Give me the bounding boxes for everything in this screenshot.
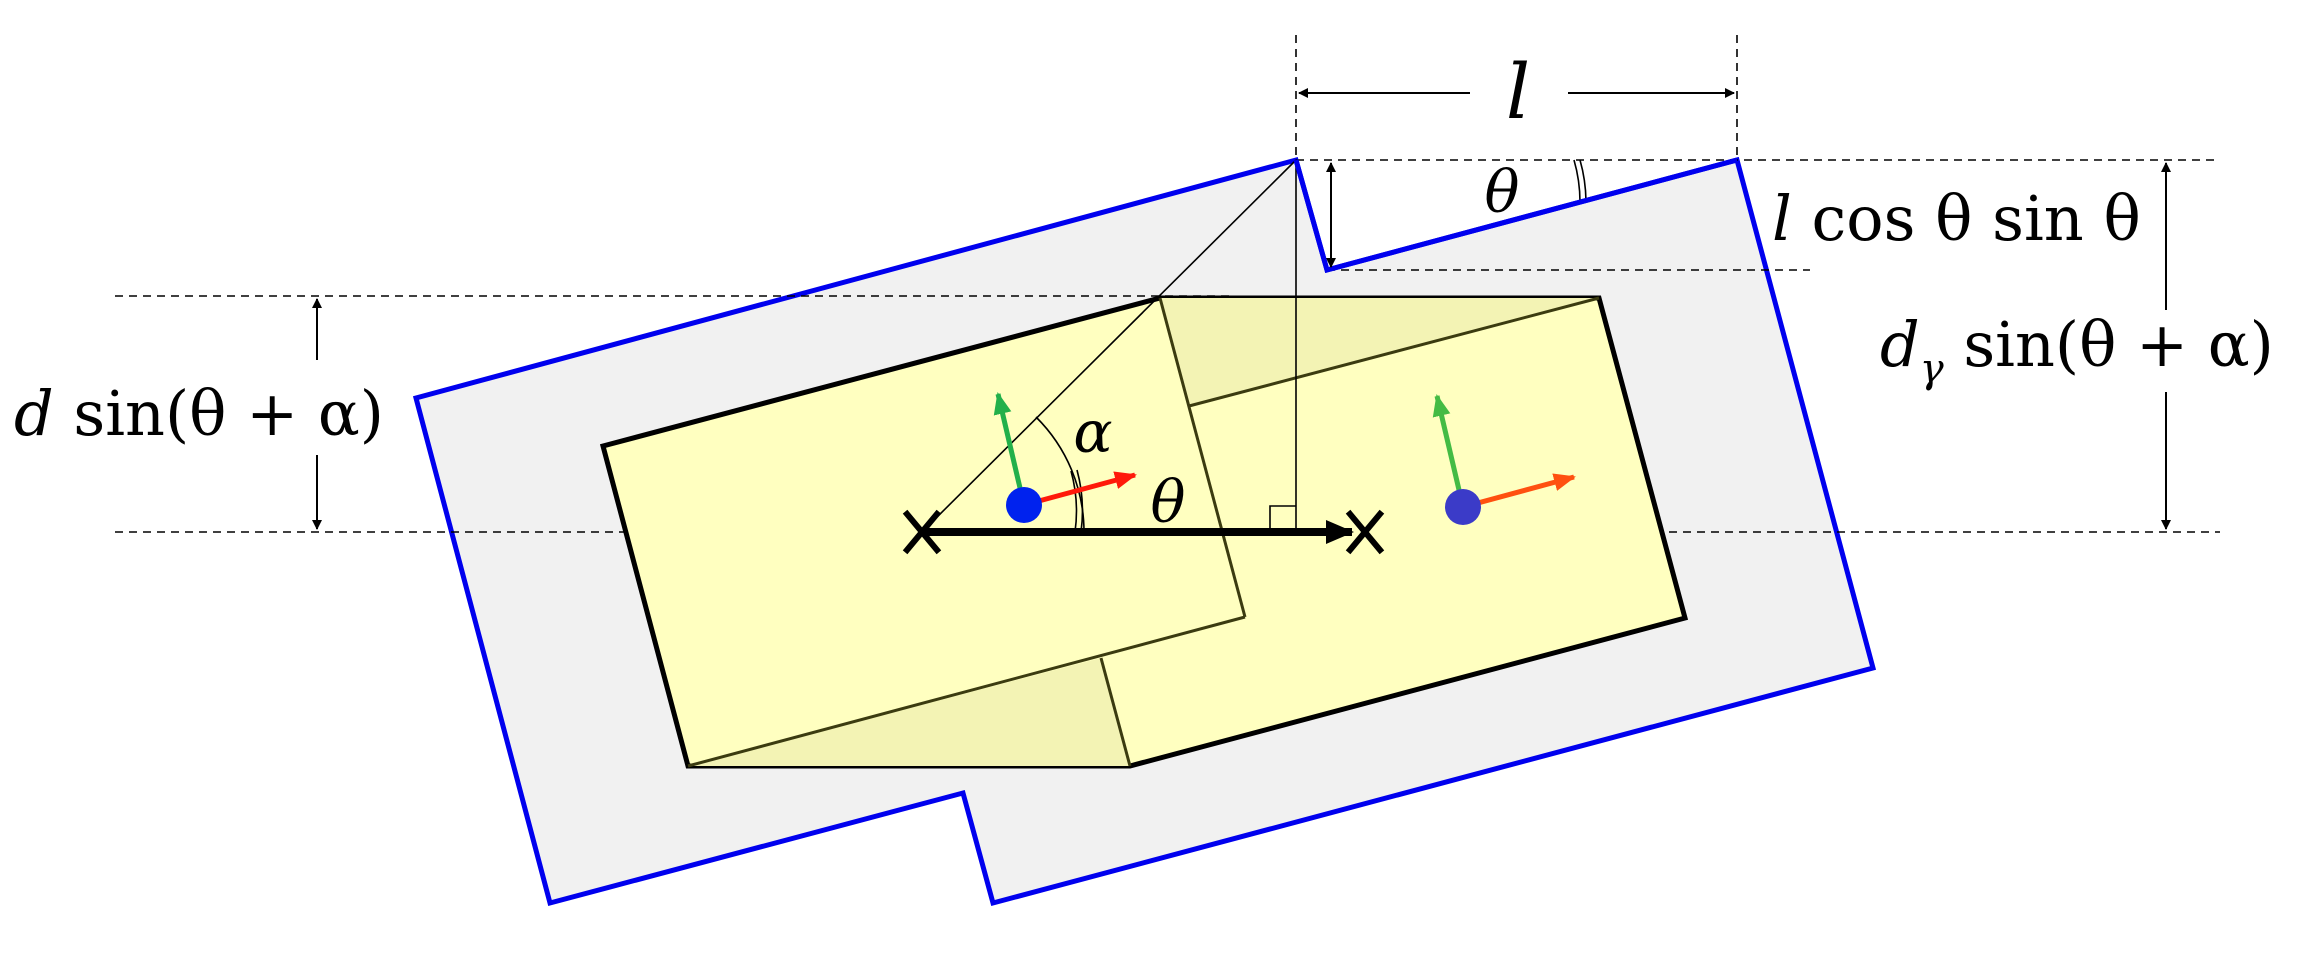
box-interior-edges — [687, 296, 1600, 768]
overlap-region-top — [1160, 298, 1599, 406]
right-orange-axis-arrow — [1462, 473, 1576, 510]
label-l: l — [1506, 47, 1530, 136]
x-mark-icon — [1345, 509, 1385, 555]
dot-icon — [1006, 487, 1042, 523]
alpha-arc — [1035, 416, 1085, 533]
dimension-arrows — [312, 88, 2171, 530]
left-red-axis-arrow — [1023, 471, 1137, 508]
label-alpha: α — [1073, 398, 1112, 466]
label-theta-center: θ — [1151, 468, 1186, 536]
right-angle-marker — [1269, 505, 1296, 532]
theta-top-arc-inner — [1573, 159, 1581, 203]
label-d-sin-theta-alpha: d sin(θ + α) — [14, 377, 384, 450]
right-green-axis-arrow — [1432, 394, 1466, 508]
hull-top-step — [1293, 157, 1738, 274]
label-dgamma-sin-theta-alpha: dγ sin(θ + α) — [1880, 308, 2274, 392]
left-green-axis-arrow — [993, 392, 1027, 506]
overlap-region-bottom — [688, 658, 1130, 766]
dot-icon — [1445, 489, 1481, 525]
theta-arc-inner — [1070, 470, 1078, 533]
label-theta-top: θ — [1485, 158, 1520, 226]
theta-arc-outer — [1076, 469, 1084, 533]
construction-lines — [921, 159, 1297, 533]
label-l-cos-theta-sin-theta: l cos θ sin θ — [1772, 182, 2141, 255]
x-mark-icon — [902, 509, 942, 555]
theta-top-arc-outer — [1579, 159, 1587, 202]
